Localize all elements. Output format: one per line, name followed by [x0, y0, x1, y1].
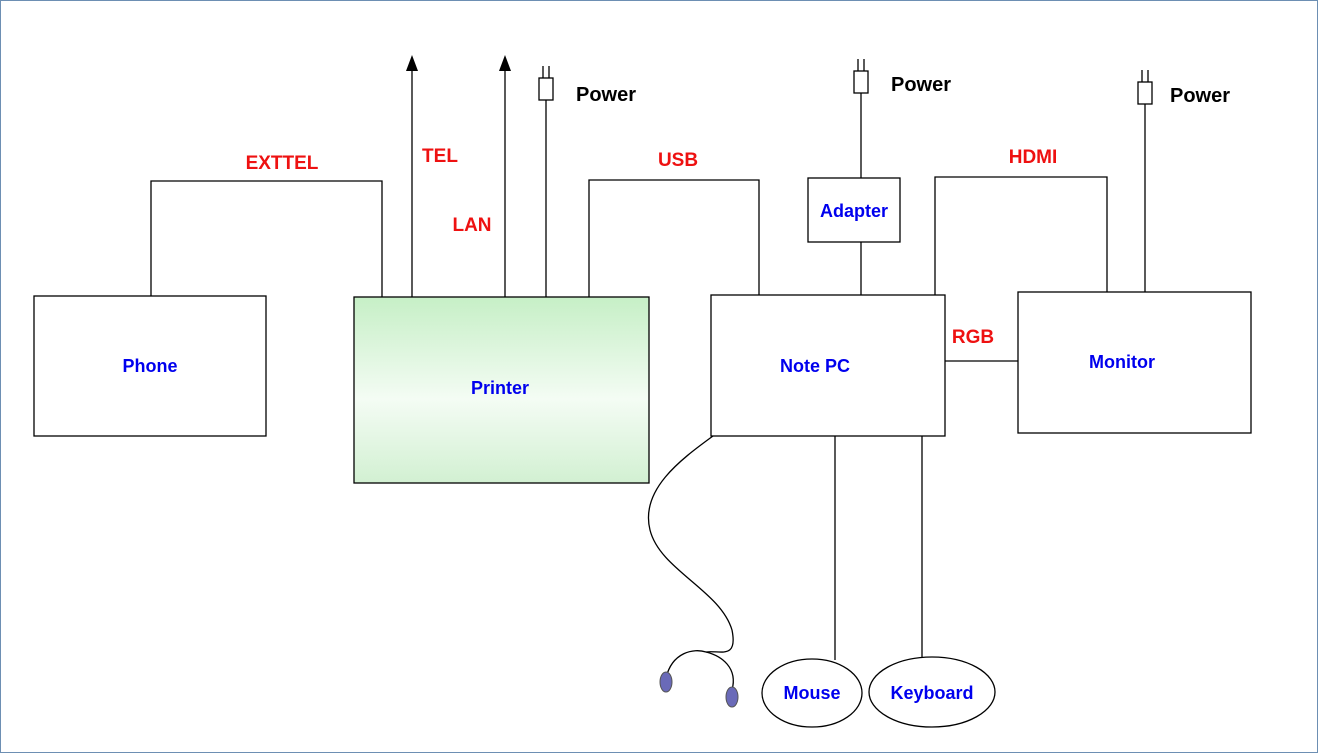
- rgb-label: RGB: [952, 327, 994, 348]
- adapter-power-label: Power: [891, 74, 951, 96]
- hdmi-wire: [934, 176, 1108, 295]
- note-pc-box: [710, 294, 946, 437]
- exttel-wire: [150, 180, 383, 297]
- monitor-power-plug-icon: [1137, 70, 1153, 105]
- lan-arrow-icon: [499, 55, 511, 71]
- keyboard-ellipse: [868, 656, 996, 728]
- headphone-cable: [647, 435, 734, 653]
- phone-label: Phone: [122, 356, 177, 376]
- usb-label: USB: [658, 150, 698, 171]
- hdmi-label: HDMI: [1009, 147, 1058, 168]
- lan-label: LAN: [452, 215, 491, 236]
- adapter-power-plug-icon: [853, 59, 869, 94]
- printer-power-plug-icon: [538, 66, 554, 101]
- note-pc-label: Note PC: [780, 356, 850, 376]
- monitor-box: [1017, 291, 1252, 434]
- printer-box: [353, 296, 650, 484]
- headphones-icon: [659, 650, 739, 708]
- exttel-label: EXTTEL: [246, 153, 319, 174]
- monitor-power-label: Power: [1170, 85, 1230, 107]
- keyboard-label: Keyboard: [890, 683, 973, 703]
- mouse-ellipse: [761, 658, 863, 728]
- tel-arrow-icon: [406, 55, 418, 71]
- printer-power-label: Power: [576, 84, 636, 106]
- mouse-label: Mouse: [783, 683, 840, 703]
- tel-label: TEL: [422, 146, 458, 167]
- phone-box: [33, 295, 267, 437]
- adapter-label: Adapter: [820, 201, 888, 221]
- printer-label: Printer: [471, 378, 529, 398]
- monitor-label: Monitor: [1089, 352, 1155, 372]
- usb-wire: [588, 179, 760, 297]
- adapter-box: [807, 177, 901, 243]
